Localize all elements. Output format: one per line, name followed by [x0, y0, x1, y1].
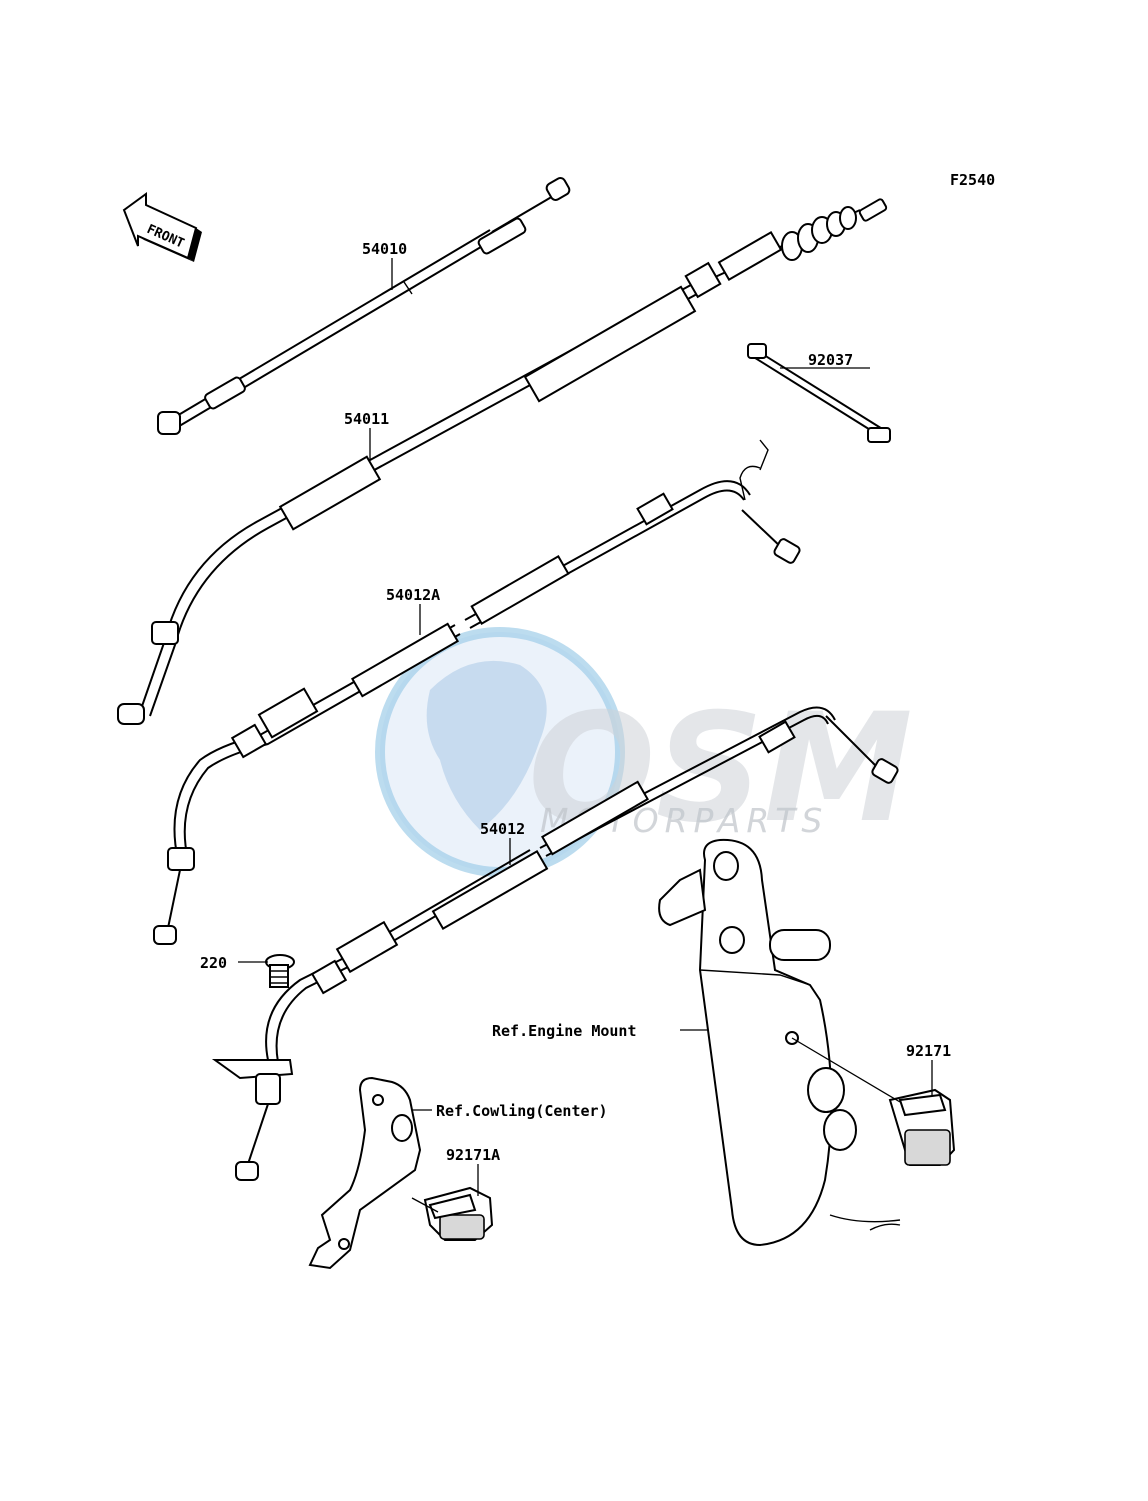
label-92037: 92037 [808, 351, 853, 369]
label-54010: 54010 [362, 240, 407, 258]
label-ref-engine-mount: Ref.Engine Mount [492, 1022, 637, 1040]
engine-mount [658, 838, 901, 1247]
cable-54011 [117, 198, 888, 725]
cable-54010 [157, 177, 571, 435]
watermark: OSM MOTORPARTS [375, 627, 913, 877]
adjuster-bellows [781, 198, 888, 261]
front-arrow-icon: FRONT [122, 192, 202, 262]
label-220: 220 [200, 954, 227, 972]
cable-54012A [153, 439, 801, 945]
clamp-92171 [888, 1088, 956, 1166]
cowling-bracket [308, 1076, 422, 1270]
label-92171: 92171 [906, 1042, 951, 1060]
label-54012A: 54012A [386, 586, 440, 604]
screw-220 [265, 954, 295, 988]
label-ref-cowling-center: Ref.Cowling(Center) [436, 1102, 608, 1120]
clamp-92171A [423, 1186, 494, 1241]
leader-lines [238, 258, 933, 1213]
label-54012: 54012 [480, 820, 525, 838]
cable-54012 [211, 706, 899, 1181]
part-92037-bracket [747, 343, 891, 443]
diagram-code: F2540 [950, 171, 995, 189]
label-92171A: 92171A [446, 1146, 500, 1164]
label-54011: 54011 [344, 410, 389, 428]
